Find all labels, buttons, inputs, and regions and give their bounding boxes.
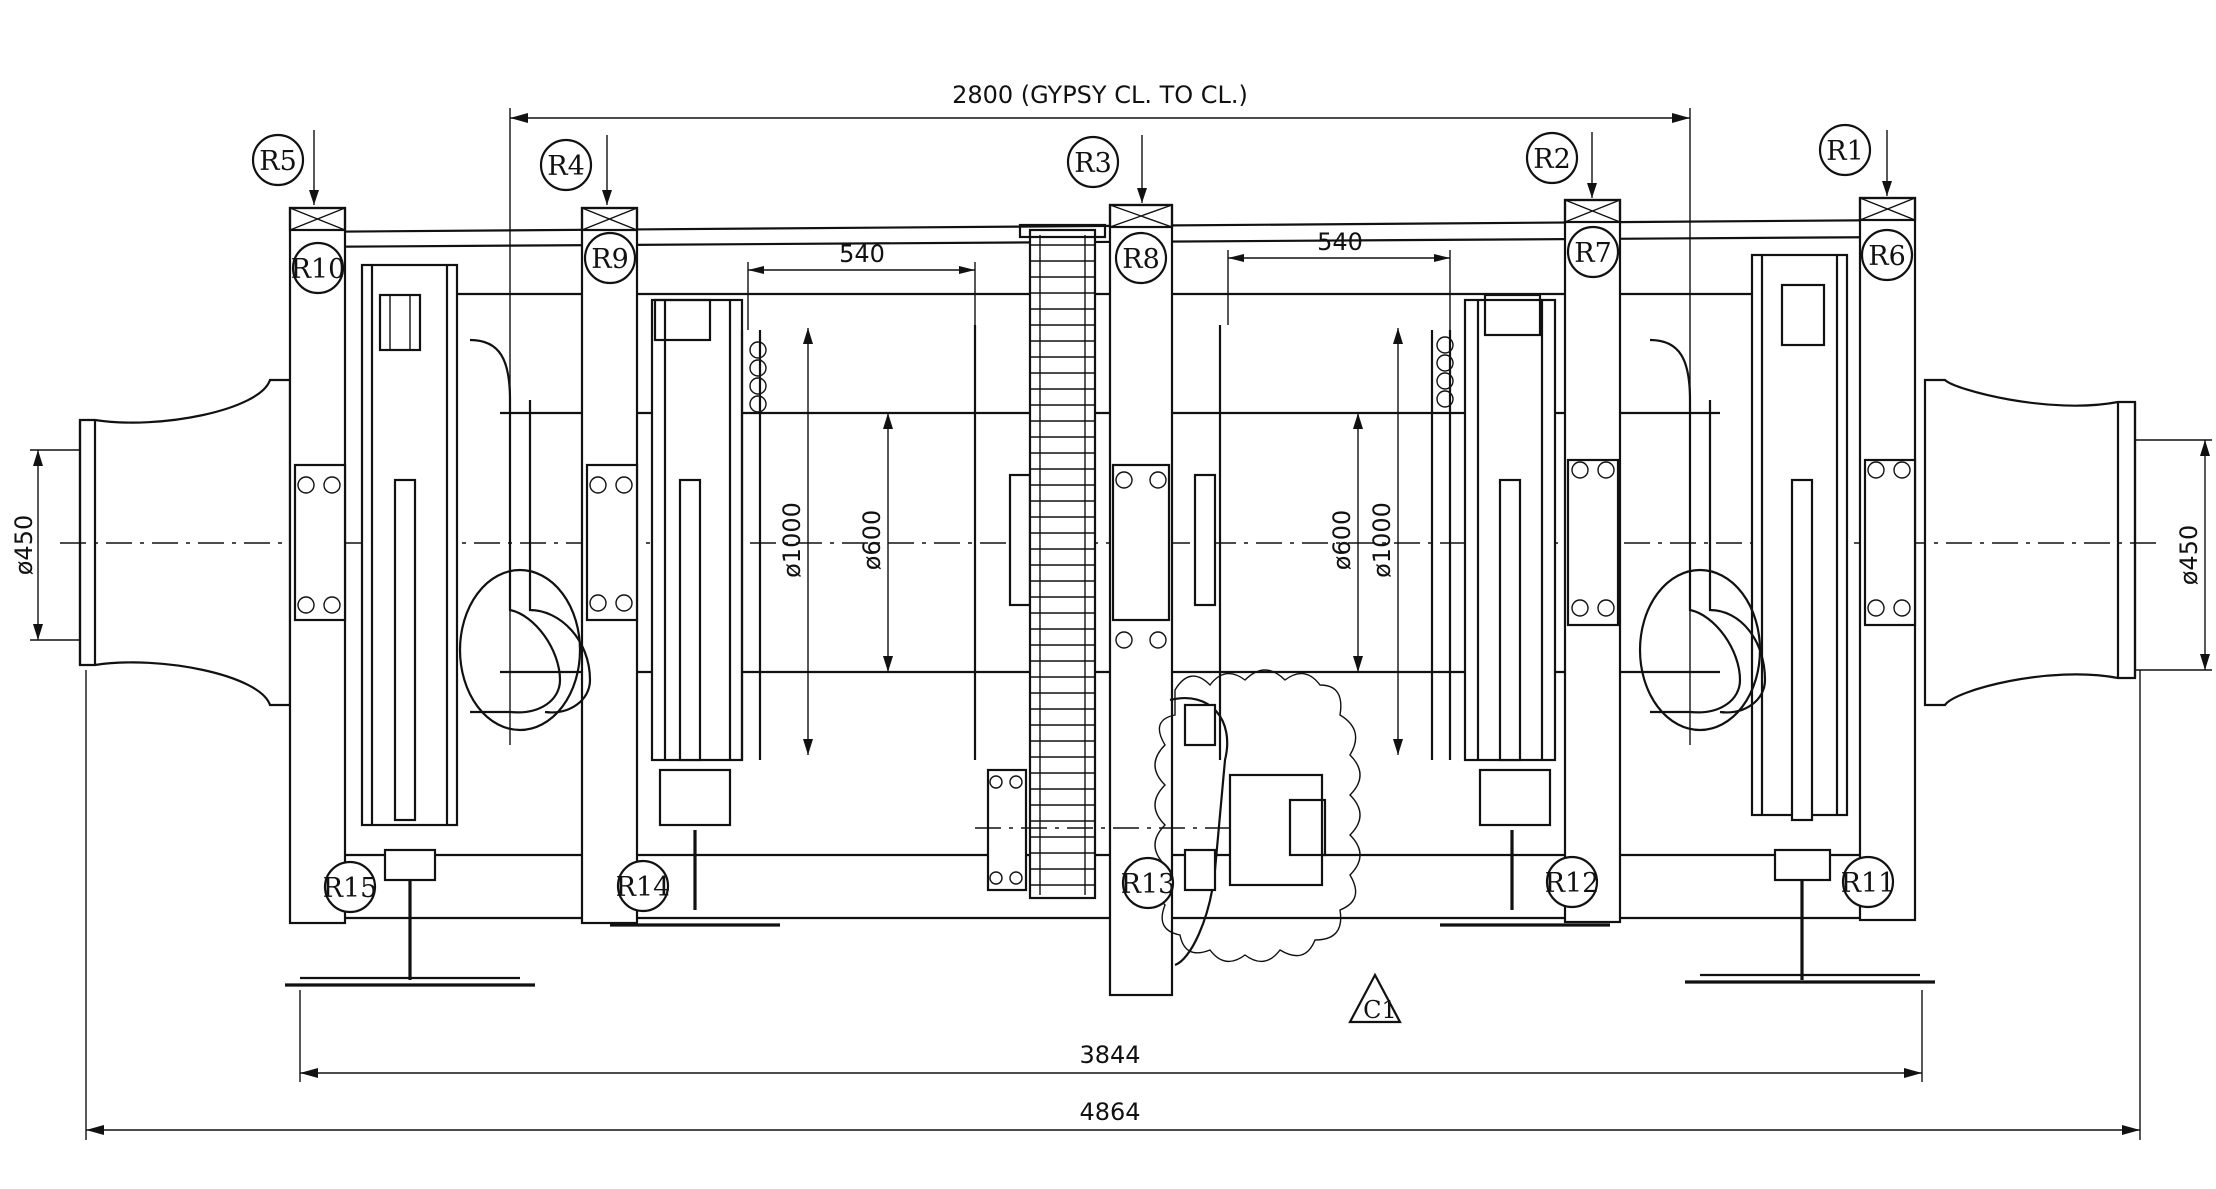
- ref-bubbles: [251, 123, 1914, 914]
- ref-R10: R10: [291, 254, 346, 285]
- gypsy-right: [1638, 338, 1767, 732]
- revision-C1: C1: [1363, 996, 1397, 1024]
- dim-dia-1000-right: ø1000: [1368, 502, 1396, 578]
- brake-drum-right-inner: [1463, 293, 1557, 910]
- ref-R7: R7: [1574, 238, 1612, 269]
- base-plates: [285, 923, 1935, 987]
- gypsy-left: [458, 338, 592, 732]
- dim-gypsy: 2800 (GYPSY CL. TO CL.): [952, 81, 1248, 109]
- ref-R12: R12: [1545, 868, 1600, 899]
- ref-R9: R9: [591, 244, 629, 275]
- frame: [289, 218, 1906, 920]
- dim-dia-450-left: ø450: [10, 515, 38, 576]
- brake-drum-left-inner: [650, 298, 744, 910]
- ref-R1: R1: [1826, 136, 1864, 167]
- dim-540-right: 540: [1317, 228, 1363, 256]
- revision-cloud: [1154, 669, 1361, 963]
- dim-4864: 4864: [1079, 1098, 1140, 1126]
- revision-triangle-icon: [1348, 972, 1402, 1024]
- ref-R8: R8: [1122, 244, 1160, 275]
- load-arrows: [309, 130, 1892, 205]
- ref-R6: R6: [1868, 241, 1906, 272]
- main-gear: [1018, 223, 1107, 900]
- drum-right: [1193, 325, 1454, 760]
- ref-R2: R2: [1533, 144, 1571, 175]
- bearing-pedestals: [288, 196, 1917, 997]
- brake-drum-right: [1750, 253, 1849, 980]
- dim-540-left: 540: [839, 240, 885, 268]
- motor-detail: [1169, 697, 1229, 967]
- dim-dia-600-right: ø600: [1328, 510, 1356, 571]
- dim-3844: 3844: [1079, 1041, 1140, 1069]
- dimension-lines: [30, 108, 2212, 1140]
- ref-R13: R13: [1121, 869, 1176, 900]
- ref-R15: R15: [323, 873, 378, 904]
- drum-left: [740, 325, 1032, 760]
- warping-head-right: [1923, 378, 2137, 707]
- ref-R3: R3: [1074, 148, 1112, 179]
- ref-R14: R14: [616, 872, 671, 903]
- dim-dia-600-left: ø600: [858, 510, 886, 571]
- dim-dia-450-right: ø450: [2175, 525, 2203, 586]
- brake-drum-left: [360, 263, 459, 980]
- motor-assembly: [975, 768, 1327, 892]
- ref-R5: R5: [259, 146, 297, 177]
- dim-dia-1000-left: ø1000: [778, 502, 806, 578]
- ref-R4: R4: [547, 151, 585, 182]
- bearing-bolts: [297, 461, 1911, 649]
- ref-R11: R11: [1841, 868, 1896, 899]
